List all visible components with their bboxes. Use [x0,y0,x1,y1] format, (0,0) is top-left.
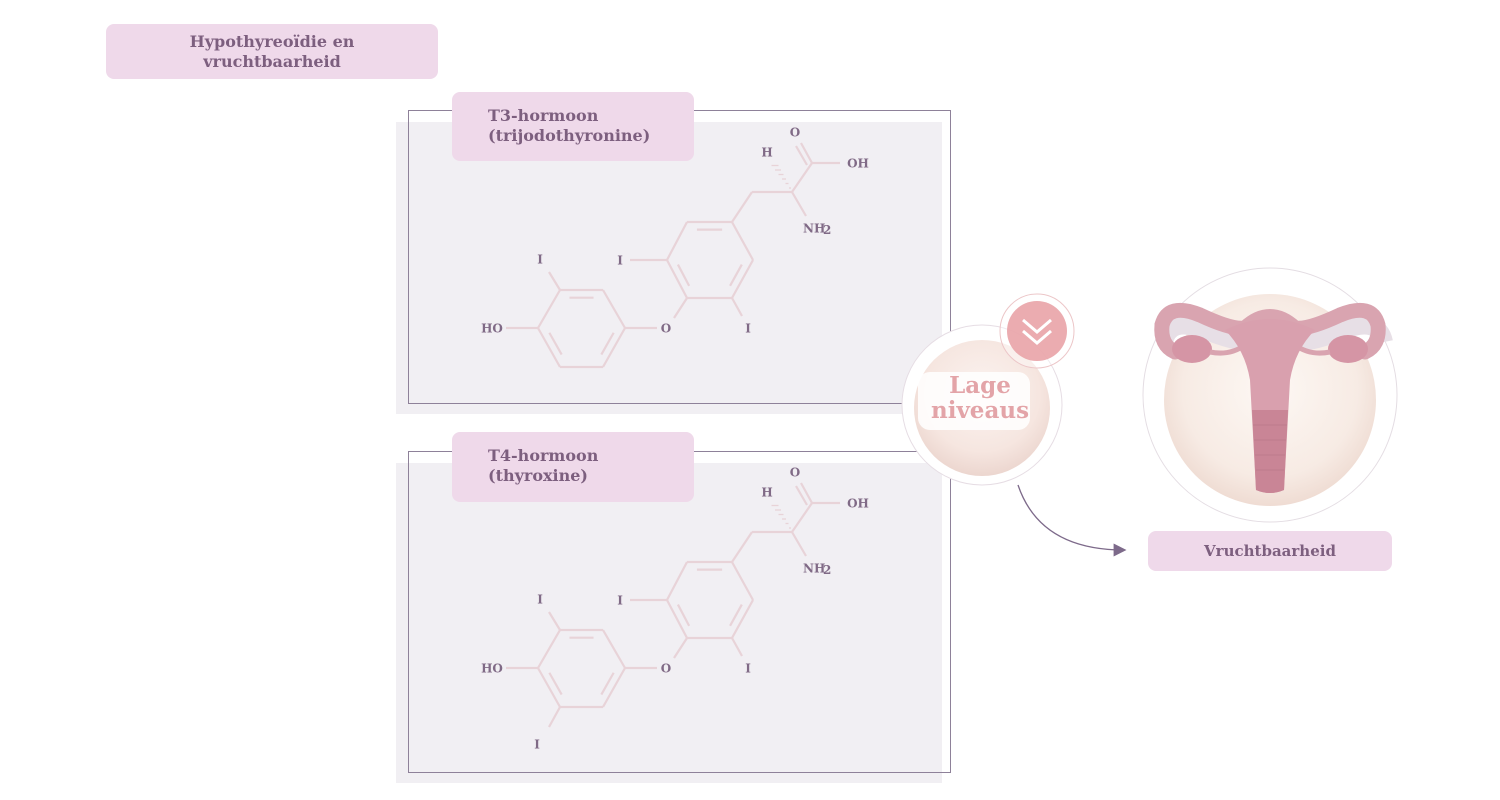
bond [548,672,563,696]
hydroxyl-label: HO [481,662,503,676]
bond [602,629,626,669]
bond [666,221,688,261]
t3-name: T3-hormoon [488,106,599,125]
t3-label: T3-hormoon (trijodothyronine) [452,92,694,161]
bond [537,629,561,669]
iodine-label: I [745,662,751,676]
amine-label: NH [803,222,825,236]
bond [729,604,743,627]
bond [731,259,754,299]
bond [731,221,754,261]
low-levels-text-2: niveaus [931,397,1029,424]
carbonyl-oxygen-label: O [790,126,800,140]
bond [548,706,561,728]
iodine-label: I [537,253,543,267]
bond [729,264,743,287]
iodine-label: I [617,594,623,608]
bond [602,667,626,708]
iodine-label: I [537,593,543,607]
bond [731,297,743,317]
bond [676,604,691,627]
hydroxyl-label: HO [481,322,503,336]
diagram-title: Hypothyreoïdie en vruchtbaarheid [106,24,438,79]
bond [791,531,807,557]
bond [731,191,753,223]
t4-label: T4-hormoon (thyroxine) [452,432,694,502]
fertility-text: Vruchtbaarheid [1204,542,1336,560]
bond [791,502,813,533]
bond [666,561,688,601]
bond [548,271,561,291]
t4-fullname: (thyroxine) [488,466,588,485]
low-levels-badge: Lage niveaus [901,293,1075,486]
low-levels-text-1: Lage [949,372,1011,399]
bond [673,637,688,659]
t4-panel-shadow [396,463,942,783]
hydrogen-label: H [761,146,772,160]
amine-subscript: 2 [823,563,831,577]
hydrogen-label: H [761,486,772,500]
arrow-to-fertility [1017,484,1127,557]
double-chevron-down-icon [999,293,1075,369]
bond [666,599,688,639]
t4-name: T4-hormoon [488,446,599,465]
bond [800,482,813,504]
iodine-label: I [534,738,540,752]
bond [666,259,688,299]
bond [602,289,626,329]
bond [602,327,626,368]
fertility-label: Vruchtbaarheid [1148,531,1392,571]
bond [795,145,808,166]
title-line-1: Hypothyreoïdie en [189,31,355,51]
bond [673,297,688,319]
bond [791,191,807,217]
title-line-2: vruchtbaarheid [203,51,341,71]
ether-oxygen-label: O [661,662,671,676]
iodine-label: I [617,254,623,268]
amine-label: NH [803,562,825,576]
carboxyl-oh-label: OH [847,157,869,171]
bond [731,637,743,657]
bond [537,289,561,329]
bond [548,332,563,356]
uterus-icon [1142,267,1398,523]
bond [537,327,561,368]
bond [791,162,813,193]
ether-oxygen-label: O [661,322,671,336]
bond [600,672,615,696]
bond [548,611,561,631]
bond [537,667,561,708]
iodine-label: I [745,322,751,336]
bond [795,485,808,506]
carboxyl-oh-label: OH [847,497,869,511]
bond [731,561,754,601]
bond [676,264,691,287]
t3-panel-shadow [396,122,942,414]
amine-subscript: 2 [823,223,831,237]
bond [731,531,753,563]
carbonyl-oxygen-label: O [790,466,800,480]
bond [731,599,754,639]
t3-fullname: (trijodothyronine) [488,126,651,145]
bond [800,142,813,164]
bond [600,332,615,356]
